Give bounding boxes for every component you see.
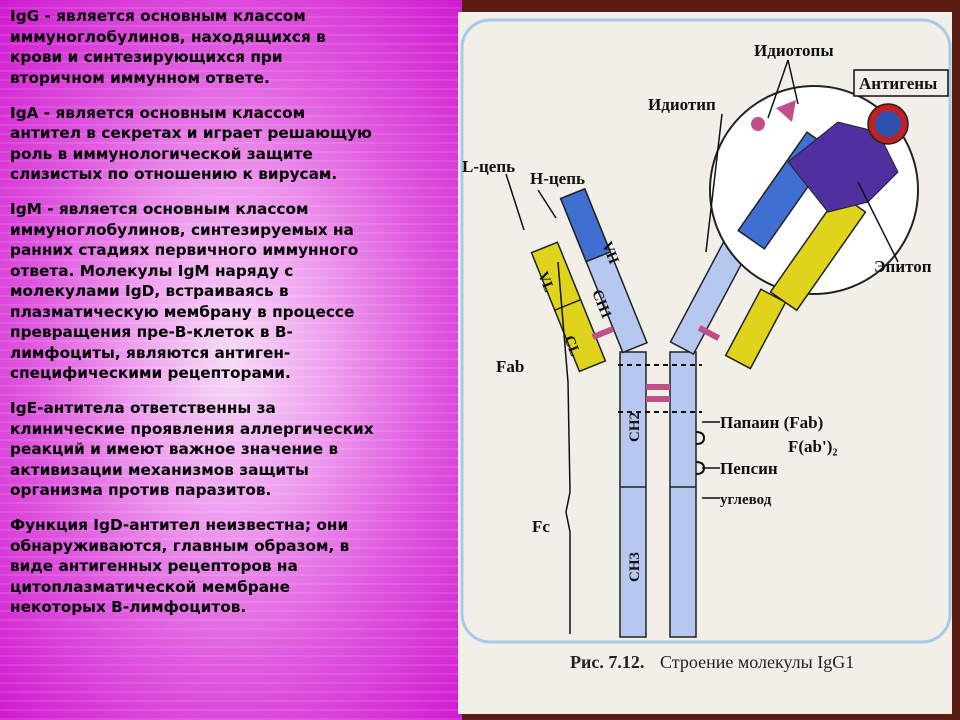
- heavy-chain-stem-right: [669, 351, 697, 638]
- fab-label: Fab: [496, 357, 524, 376]
- antigen-core: [875, 111, 901, 137]
- left-light-arm: [530, 241, 607, 373]
- vl-label: VL: [534, 270, 557, 295]
- iga-paragraph: IgA - является основным классом антител …: [10, 103, 456, 185]
- ige-line: клинические проявления аллергических: [10, 419, 374, 438]
- igm-line: IgM - является основным классом: [10, 200, 309, 218]
- figure-caption: Строение молекулы IgG1: [660, 652, 854, 672]
- text-panel: IgG - является основным классом иммуногл…: [0, 0, 462, 720]
- iga-line: слизистых по отношению к вирусам.: [10, 165, 338, 183]
- igg-line: крови и синтезирующихся при: [10, 48, 283, 66]
- heavy-chain-stem-left: [619, 351, 647, 638]
- igm-line: превращения пре-В-клеток в В-: [10, 323, 293, 341]
- carbohydrate-marker: [695, 431, 706, 445]
- ige-line: реакций и имеют важное значение в: [10, 440, 339, 458]
- antigens-box: [853, 69, 949, 97]
- antigens-label: Антигены: [859, 74, 937, 93]
- diagram-border: [460, 18, 952, 644]
- h-chain-label: H-цепь: [530, 169, 585, 188]
- igd-line: обнаруживаются, главным образом, в: [10, 536, 350, 555]
- pointer-idiotype: [705, 113, 723, 253]
- igm-line: ответа. Молекулы IgM наряду с: [10, 261, 294, 280]
- pointer-idiotopes: [767, 59, 789, 119]
- iga-line: роль в иммунологической защите: [10, 144, 313, 163]
- iga-line: антител в секретах и играет решающую: [10, 124, 372, 142]
- igg1-diagram: VH CH1 VL CL CH2 CH3 Идиотопы Антигены И…: [460, 18, 952, 672]
- hinge-disulfide-bond: [646, 384, 670, 390]
- igg-line: вторичном иммунном ответе.: [10, 68, 270, 87]
- igm-line: иммуноглобулинов, синтезируемых на: [10, 220, 354, 239]
- iga-line: IgA - является основным классом: [10, 103, 306, 122]
- papain-label: Папаин (Fab): [720, 413, 823, 432]
- right-light-arm: [724, 288, 787, 370]
- idiotopes-label: Идиотопы: [754, 41, 834, 60]
- pointer-h-chain: [537, 189, 557, 219]
- igm-line: лимфоциты, являются антиген-: [10, 343, 291, 362]
- ige-paragraph: IgE-антитела ответственны за клинические…: [10, 398, 456, 501]
- igd-line: Функция IgD-антител неизвестна; они: [10, 516, 349, 534]
- carbohydrate-label: углевод: [720, 492, 772, 508]
- cl-label: CL: [560, 334, 583, 359]
- domain-divider: [554, 299, 581, 311]
- igm-line: специфическими рецепторами.: [10, 364, 291, 382]
- idiotope-marker: [751, 117, 765, 131]
- igg-line: IgG - является основным классом: [10, 7, 306, 25]
- igd-line: цитоплазматической мембране: [10, 577, 290, 596]
- antigen-fragment: [787, 121, 899, 213]
- l-chain-label: L-цепь: [462, 157, 515, 176]
- fab-bracket: [557, 261, 571, 493]
- igg1-structure-figure: VH CH1 VL CL CH2 CH3 Идиотопы Антигены И…: [458, 12, 952, 714]
- light-chain-right: [724, 288, 787, 370]
- ch3-label: CH3: [627, 552, 643, 582]
- ige-line: организма против паразитов.: [10, 481, 272, 499]
- interchain-disulfide-right: [697, 325, 721, 341]
- fc-label: Fc: [532, 517, 550, 536]
- left-heavy-arm: [559, 187, 648, 354]
- idiotype-label: Идиотип: [648, 95, 716, 114]
- ige-line: активизации механизмов защиты: [10, 460, 309, 479]
- igd-paragraph: Функция IgD-антител неизвестна; они обна…: [10, 515, 456, 618]
- igm-line: молекулами IgD, встраиваясь в: [10, 282, 289, 300]
- pepsin-label: Пепсин: [720, 459, 778, 478]
- idiotope-marker: [776, 100, 796, 122]
- igd-line: виде антигенных рецепторов на: [10, 557, 298, 575]
- pointer-l-chain: [505, 173, 525, 231]
- ige-line: IgE-антитела ответственны за: [10, 399, 276, 417]
- immunoglobulin-descriptions: IgG - является основным классом иммуногл…: [10, 6, 456, 632]
- fab2-label: F(ab')₂: [788, 437, 837, 456]
- epitope-label: Эпитоп: [874, 257, 932, 276]
- pointer-epitope: [857, 181, 899, 263]
- vh-label: VH: [598, 240, 621, 267]
- figure-number: Рис. 7.12.: [570, 652, 644, 672]
- hinge-disulfide-bond: [646, 396, 670, 402]
- igm-line: плазматическую мембрану в процессе: [10, 302, 355, 321]
- igg-paragraph: IgG - является основным классом иммуногл…: [10, 6, 456, 88]
- vh-domain-left: [559, 187, 612, 263]
- igm-line: ранних стадиях первичного иммунного: [10, 241, 359, 259]
- igm-paragraph: IgM - является основным классом иммуногл…: [10, 199, 456, 384]
- fc-bracket: [565, 491, 571, 634]
- igd-line: некоторых В-лимфоцитов.: [10, 598, 247, 616]
- interchain-disulfide-left: [591, 326, 615, 340]
- igg-line: иммуноглобулинов, находящихся в: [10, 27, 326, 46]
- light-chain-left: [530, 241, 607, 373]
- ch2-label: CH2: [627, 412, 643, 442]
- pointer-idiotopes: [787, 59, 799, 105]
